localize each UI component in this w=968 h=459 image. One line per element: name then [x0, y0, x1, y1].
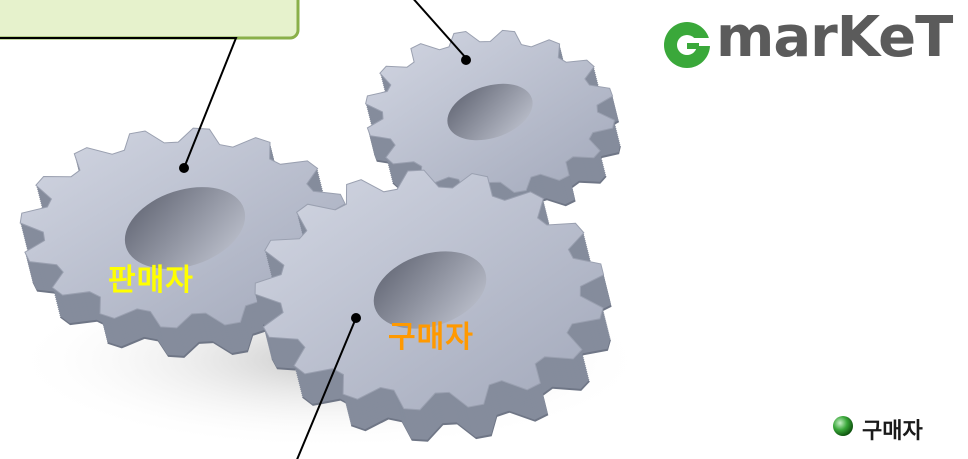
bullet-sphere-icon	[832, 415, 854, 437]
leader-dot-top	[461, 55, 471, 65]
seller-label: 판매자	[108, 255, 194, 299]
logo-g-mark	[662, 20, 712, 70]
callout-box	[0, 0, 298, 38]
leader-dot-buyer	[351, 313, 361, 323]
leader-dot-seller	[179, 163, 189, 173]
legend-text: 구매자	[862, 413, 923, 445]
logo-wordmark: marKeT	[716, 10, 952, 66]
buyer-label: 구매자	[388, 312, 474, 356]
